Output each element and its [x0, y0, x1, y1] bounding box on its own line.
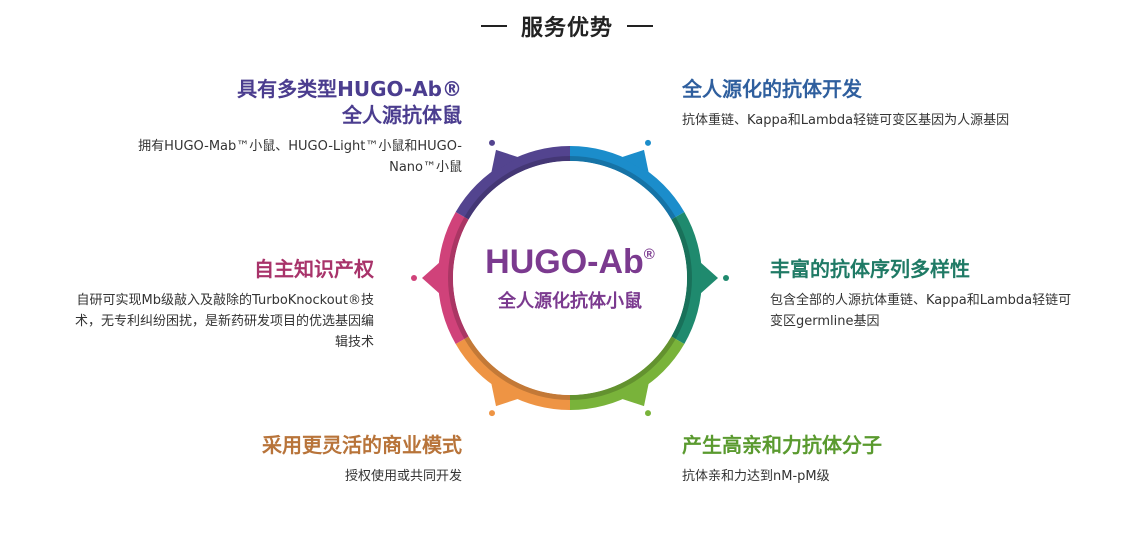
pointer-right [700, 262, 718, 294]
advantage-title-line: 全人源抗体鼠 [342, 103, 462, 127]
advantage-description: 拥有HUGO-Mab™小鼠、HUGO-Light™小鼠和HUGO- Nano™小… [42, 136, 462, 178]
ring-segment-right [671, 212, 703, 344]
advantage-title-line: 具有多类型HUGO-Ab® [237, 77, 462, 101]
pointer-left [422, 262, 440, 294]
ring-shadow-bottom-right [570, 336, 676, 400]
header-right-dash [627, 25, 653, 27]
pointer-dot-bottom-right [645, 410, 651, 417]
ring-shadow-top-left [464, 156, 570, 220]
advantage-title: 产生高亲和力抗体分子 [682, 433, 882, 457]
advantage-mid-right: 丰富的抗体序列多样性 包含全部的人源抗体重链、Kappa和Lambda轻链可 变… [770, 256, 1120, 332]
ring-shadow-right [671, 217, 692, 339]
advantage-mid-left: 自主知识产权 自研可实现Mb级敲入及敲除的TurboKnockout®技 术，无… [14, 256, 374, 353]
advantage-description: 自研可实现Mb级敲入及敲除的TurboKnockout®技 术，无专利纠纷困扰，… [14, 290, 374, 353]
pointer-dot-top-left [489, 139, 495, 146]
section-title: 服务优势 [520, 16, 613, 41]
advantage-title: 全人源化的抗体开发 [682, 77, 862, 101]
ring-segment-bottom-left [455, 336, 570, 411]
pointer-dot-left [411, 275, 417, 281]
advantage-description: 抗体亲和力达到nM-pM级 [682, 469, 830, 484]
advantage-description: 授权使用或共同开发 [344, 469, 462, 484]
pointer-top-right [621, 149, 649, 174]
ring [438, 146, 703, 411]
ring-center-disc [453, 161, 687, 395]
pointer-top-left [491, 149, 519, 174]
ring-segment-top-left [455, 146, 570, 220]
advantage-title: 具有多类型HUGO-Ab® 全人源抗体鼠 [42, 76, 462, 128]
ring-segment-bottom-right [570, 336, 685, 410]
advantage-top-left: 具有多类型HUGO-Ab® 全人源抗体鼠 拥有HUGO-Mab™小鼠、HUGO-… [42, 76, 462, 178]
ring-segment-top-right [570, 146, 685, 220]
pointer-dot-right [723, 275, 729, 281]
advantage-description: 包含全部的人源抗体重链、Kappa和Lambda轻链可 变区germline基因 [770, 290, 1120, 332]
description-line: 术，无专利纠纷困扰，是新药研发项目的优选基因编 [74, 314, 374, 329]
ring-shadow-left [448, 217, 469, 339]
center-logo: HUGO-Ab® [485, 243, 655, 281]
advantage-description: 抗体重链、Kappa和Lambda轻链可变区基因为人源基因 [682, 113, 1010, 128]
ring-shadow-bottom-left [464, 336, 570, 400]
ring-pointers [411, 139, 729, 417]
ring-shadow-top-right [570, 156, 676, 220]
advantage-title: 丰富的抗体序列多样性 [770, 257, 970, 281]
center-subtitle: 全人源化抗体小鼠 [497, 290, 642, 312]
description-line: 包含全部的人源抗体重链、Kappa和Lambda轻链可 [770, 293, 1072, 308]
advantage-bottom-right: 产生高亲和力抗体分子 抗体亲和力达到nM-pM级 [682, 432, 1082, 487]
advantage-title: 自主知识产权 [254, 257, 374, 281]
advantage-top-right: 全人源化的抗体开发 抗体重链、Kappa和Lambda轻链可变区基因为人源基因 [682, 76, 1122, 131]
description-line: Nano™小鼠 [389, 160, 462, 175]
section-header: 服务优势 [0, 8, 1134, 44]
description-line: 辑技术 [334, 335, 374, 350]
pointer-bottom-right [621, 382, 649, 407]
description-line: 拥有HUGO-Mab™小鼠、HUGO-Light™小鼠和HUGO- [138, 139, 462, 154]
pointer-dot-bottom-left [489, 410, 495, 417]
header-left-dash [480, 25, 507, 27]
advantage-title: 采用更灵活的商业模式 [262, 433, 462, 457]
advantage-bottom-left: 采用更灵活的商业模式 授权使用或共同开发 [62, 432, 462, 487]
pointer-bottom-left [491, 382, 519, 407]
ring-segment-left [438, 212, 469, 344]
pointer-dot-top-right [645, 139, 651, 146]
description-line: 自研可实现Mb级敲入及敲除的TurboKnockout®技 [76, 293, 374, 308]
description-line: 变区germline基因 [770, 314, 880, 329]
